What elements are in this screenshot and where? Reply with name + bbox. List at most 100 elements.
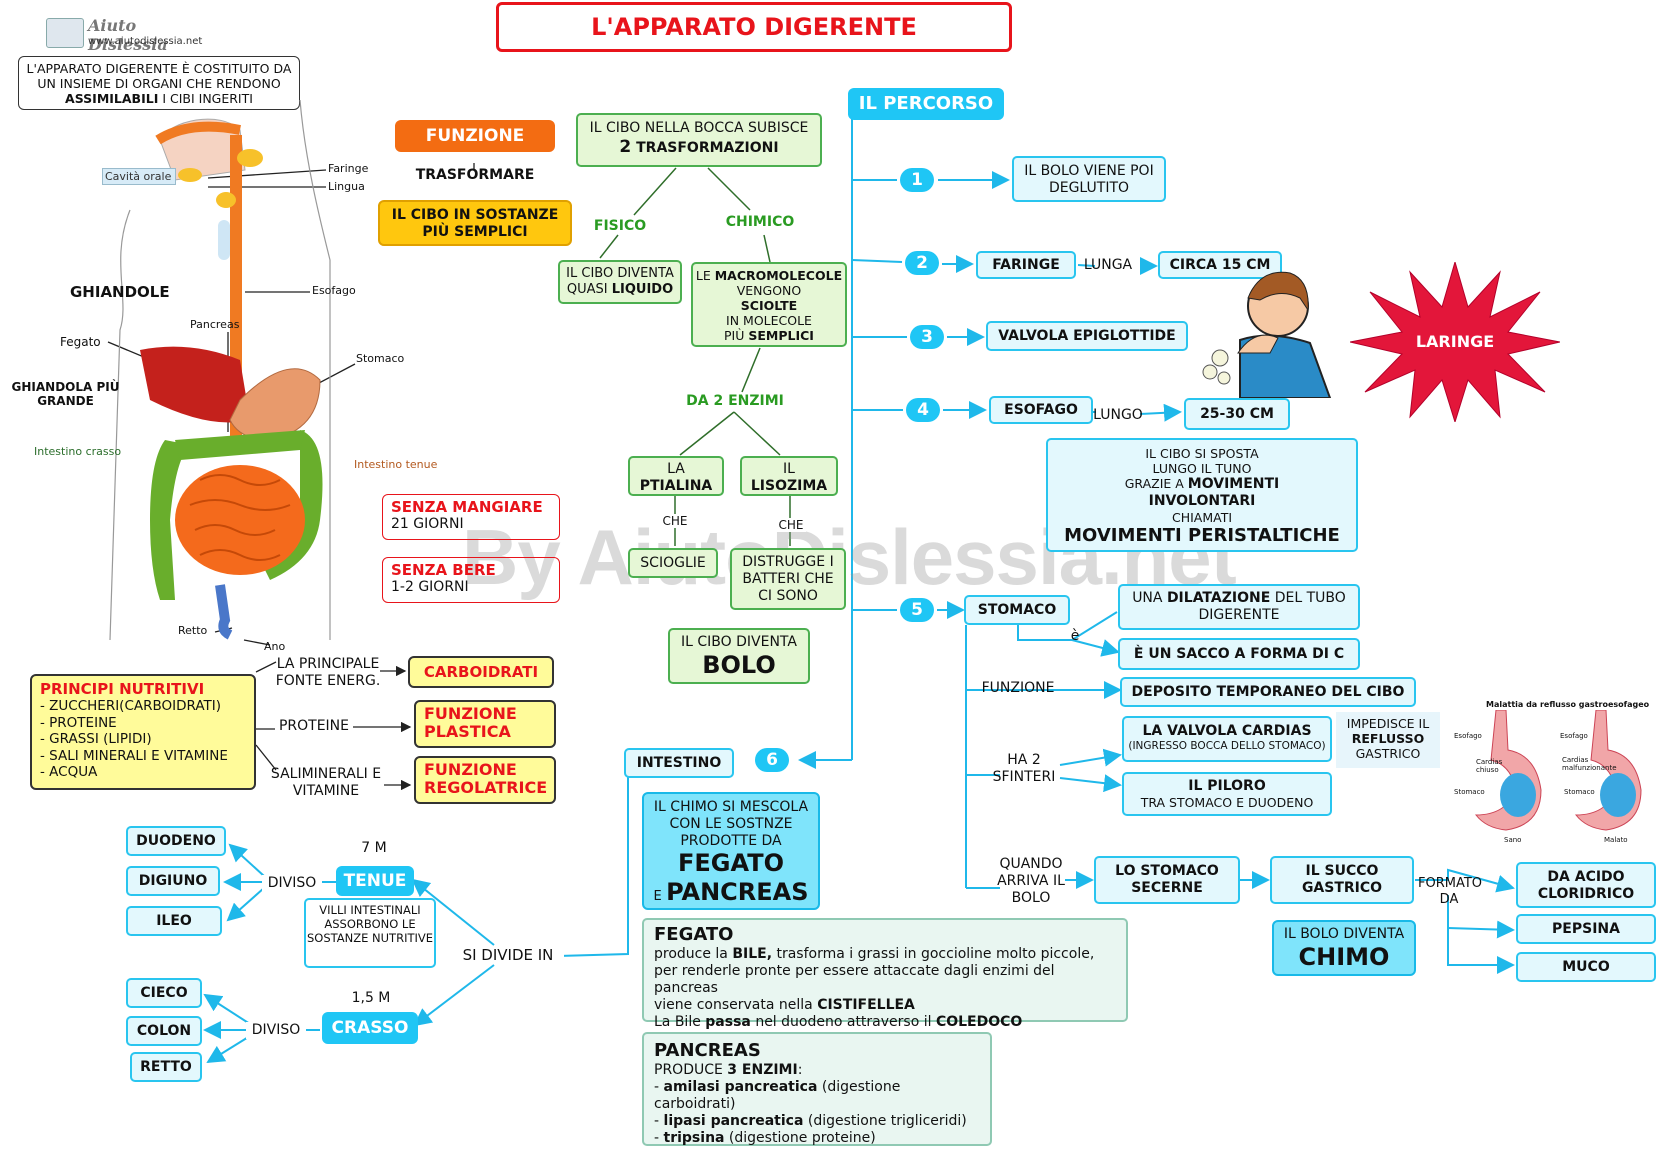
bocca-top-num: 2 [619, 136, 632, 157]
digiuno-box: DIGIUNO [126, 866, 220, 896]
logo[interactable]: Aiuto Dislessia www.aiutodislessia.net [46, 16, 206, 54]
pancreas-label: Pancreas [190, 318, 240, 331]
crasso-box: CRASSO [322, 1012, 418, 1044]
quando-label: QUANDO ARRIVA IL BOLO [997, 856, 1065, 906]
step-4-badge: 4 [906, 398, 940, 422]
faringe-label: Faringe [328, 162, 369, 175]
reflusso-box: IMPEDISCE IL REFLUSSO GASTRICO [1336, 712, 1440, 768]
cieco-box: CIECO [126, 978, 202, 1008]
deposito-box: DEPOSITO TEMPORANEO DEL CIBO [1120, 677, 1416, 707]
intestino-crasso-label: Intestino crasso [34, 445, 122, 458]
ileo-box: ILEO [126, 906, 222, 936]
scioglie-box: SCIOGLIE [628, 548, 718, 578]
muco-box: MUCO [1516, 952, 1656, 982]
fisico-label: FISICO [593, 218, 647, 234]
senza-mangiare-value: 21 GIORNI [391, 516, 464, 532]
faringe-box: FARINGE [976, 251, 1076, 279]
bolo-box: IL CIBO DIVENTA BOLO [668, 628, 810, 684]
coughing-person-illustration [1202, 271, 1332, 398]
duodeno-box: DUODENO [126, 826, 226, 856]
lungo-label: LUNGO [1093, 407, 1143, 423]
principi-item: - ZUCCHERI(CARBOIDRATI) [40, 698, 222, 715]
succo-box: IL SUCCO GASTRICO [1270, 856, 1414, 904]
principi-item: - PROTEINE [40, 714, 117, 731]
senza-bere-value: 1-2 GIORNI [391, 579, 469, 595]
funzione-object: IL CIBO IN SOSTANZE PIÙ SEMPLICI [378, 200, 572, 246]
tenue-box: TENUE [336, 866, 414, 896]
secerne-box: LO STOMACO SECERNE [1094, 856, 1240, 904]
senza-mangiare-box: SENZA MANGIARE 21 GIORNI [382, 494, 560, 540]
liquido-box: IL CIBO DIVENTA QUASI LIQUIDO [558, 260, 682, 304]
reflux-illustration: Malattia da reflusso gastroesofageo Esof… [1454, 700, 1650, 844]
esofago-box: ESOFAGO [989, 396, 1093, 424]
stomaco-box: STOMACO [964, 595, 1070, 625]
formato-label: FORMATO DA [1418, 876, 1483, 907]
retto-label: Retto [178, 624, 208, 637]
ano-label: Ano [264, 640, 286, 653]
funzione-header: FUNZIONE [395, 120, 555, 152]
step-5-badge: 5 [900, 598, 934, 622]
intro-box: L'APPARATO DIGERENTE È COSTITUITO DA UN … [18, 56, 300, 110]
bolo-word: BOLO [702, 650, 776, 679]
step-1-badge: 1 [900, 168, 934, 192]
stomaco-label: Stomaco [356, 352, 405, 365]
fonte-energ-label: LA PRINCIPALE FONTE ENERG. [275, 656, 381, 689]
che-label-ptialina: CHE [660, 514, 690, 529]
diviso-crasso-label: DIVISO [246, 1022, 306, 1039]
step-2-badge: 2 [905, 251, 939, 275]
chimo-word: CHIMO [1298, 942, 1390, 971]
che-label-lisozima: CHE [776, 518, 806, 533]
ghiandole-label: GHIANDOLE [70, 283, 170, 301]
ghiandola-grande-label: GHIANDOLA PIÙ GRANDE [11, 380, 120, 409]
senza-bere-box: SENZA BERE 1-2 GIORNI [382, 557, 560, 603]
bocca-top-box: IL CIBO NELLA BOCCA SUBISCE 2 TRASFORMAZ… [576, 113, 822, 167]
distrugge-box: DISTRUGGE I BATTERI CHE CI SONO [730, 548, 846, 610]
laringe-label: LARINGE [1415, 332, 1495, 351]
crasso-length: 1,5 M [351, 990, 391, 1006]
sacco-box: È UN SACCO A FORMA DI C [1118, 638, 1360, 670]
salimin-label: SALIMINERALI E VITAMINE [270, 766, 382, 799]
fegato-info-box: FEGATO produce la BILE, trasforma i gras… [642, 918, 1128, 1030]
villi-box: VILLI INTESTINALI ASSORBONO LE SOSTANZE … [304, 898, 436, 968]
principi-box: PRINCIPI NUTRITIVI - ZUCCHERI(CARBOIDRAT… [30, 674, 256, 790]
intestino-box: INTESTINO [624, 748, 734, 778]
intestino-tenue-label: Intestino tenue [354, 458, 438, 471]
chimo-box: IL BOLO DIVENTA CHIMO [1272, 920, 1416, 976]
e-label: è [1070, 628, 1080, 644]
funzione-regolatrice-box: FUNZIONE REGOLATRICE [414, 756, 556, 804]
step-6-badge: 6 [755, 748, 789, 772]
digestive-system-illustration [109, 100, 331, 641]
principi-title: PRINCIPI NUTRITIVI [40, 680, 205, 698]
dilatazione-box: UNA DILATAZIONE DEL TUBO DIGERENTE [1118, 584, 1360, 630]
logo-name: Aiuto Dislessia [88, 16, 168, 54]
colon-box: COLON [126, 1016, 202, 1046]
chimo-mix-box: IL CHIMO SI MESCOLA CON LE SOSTNZE PRODO… [642, 792, 820, 910]
cardias-box: LA VALVOLA CARDIAS (INGRESSO BOCCA DELLO… [1122, 716, 1332, 762]
proteine-label: PROTEINE [278, 718, 350, 734]
principi-item: - ACQUA [40, 764, 98, 781]
laringe-starburst [1350, 262, 1560, 422]
carboidrati-box: CARBOIDRATI [408, 656, 554, 688]
deglutito-box: IL BOLO VIENE POI DEGLUTITO [1012, 156, 1166, 202]
diviso-tenue-label: DIVISO [262, 875, 322, 892]
esofago-label: Esofago [312, 284, 356, 297]
epiglottide-box: VALVOLA EPIGLOTTIDE [986, 321, 1188, 351]
cavita-orale-label: Cavità orale [102, 168, 176, 185]
fegato-label: Fegato [60, 335, 101, 349]
lingua-label: Lingua [328, 180, 365, 193]
lunga-label: LUNGA [1083, 257, 1133, 273]
macro-box: LE MACROMOLECOLE VENGONO SCIOLTE IN MOLE… [691, 262, 847, 347]
acido-box: DA ACIDO CLORIDRICO [1516, 862, 1656, 908]
si-divide-label: SI DIVIDE IN [452, 946, 564, 964]
funzione-stomaco-label: FUNZIONE [981, 680, 1055, 696]
funzione-verb: TRASFORMARE [415, 167, 535, 183]
retto-box: RETTO [130, 1052, 202, 1082]
funzione-plastica-box: FUNZIONE PLASTICA [414, 700, 556, 748]
step-3-badge: 3 [910, 325, 944, 349]
tenue-length: 7 M [361, 840, 387, 856]
piloro-box: IL PILORO TRA STOMACO E DUODENO [1122, 772, 1332, 816]
peristalsi-box: IL CIBO SI SPOSTA LUNGO IL TUNO GRAZIE A… [1046, 438, 1358, 552]
pancreas-info-box: PANCREAS PRODUCE 3 ENZIMI: - amilasi pan… [642, 1032, 992, 1146]
